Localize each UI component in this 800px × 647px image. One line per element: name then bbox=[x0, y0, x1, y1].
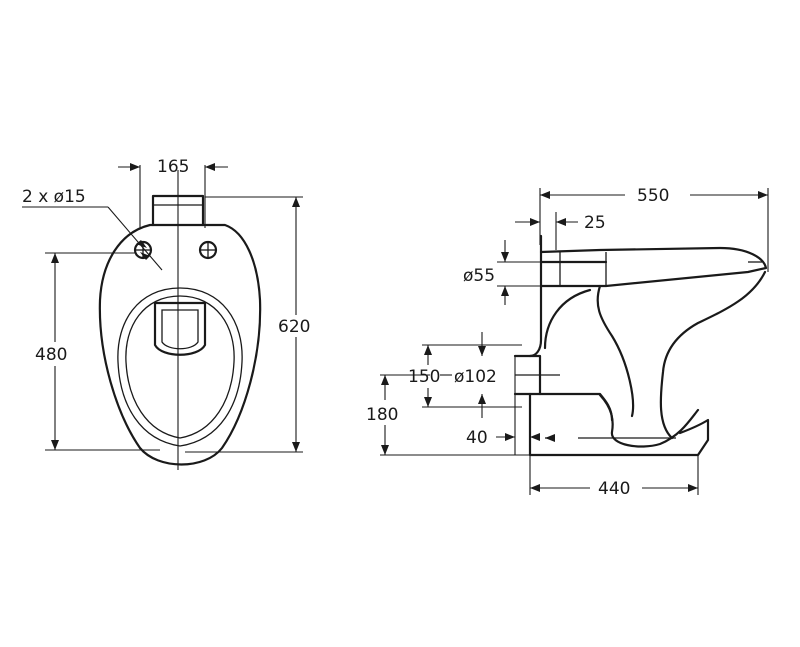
dim-180-label: 180 bbox=[366, 405, 398, 425]
trap-curve bbox=[543, 288, 700, 448]
dim-550-label: 550 bbox=[637, 186, 669, 206]
dim-o55-label: ø55 bbox=[463, 266, 495, 286]
bowl-outline bbox=[98, 223, 262, 466]
seat-lid bbox=[539, 246, 768, 288]
trap-opening bbox=[153, 301, 207, 356]
dim-440-label: 440 bbox=[598, 479, 630, 499]
bowl-body bbox=[528, 270, 767, 440]
rim-inner bbox=[117, 287, 243, 447]
front-view: 165 2 x ø15 480 620 bbox=[22, 157, 310, 470]
dim-165-label: 165 bbox=[157, 157, 189, 177]
inlet-stub bbox=[539, 234, 608, 288]
dim-40-label: 40 bbox=[466, 428, 488, 448]
hole-callout-label: 2 x ø15 bbox=[22, 187, 86, 207]
dim-480-label: 480 bbox=[35, 345, 67, 365]
rim-inner-2 bbox=[125, 295, 235, 439]
base-pedestal bbox=[528, 392, 710, 457]
dim-25-label: 25 bbox=[584, 213, 606, 233]
dim-150-label: 150 bbox=[408, 367, 440, 387]
trap-opening-inner bbox=[161, 309, 199, 350]
dim-620-label: 620 bbox=[278, 317, 310, 337]
dim-o102-label: ø102 bbox=[454, 367, 497, 387]
side-view: 550 25 ø55 150 ø102 bbox=[366, 186, 769, 499]
